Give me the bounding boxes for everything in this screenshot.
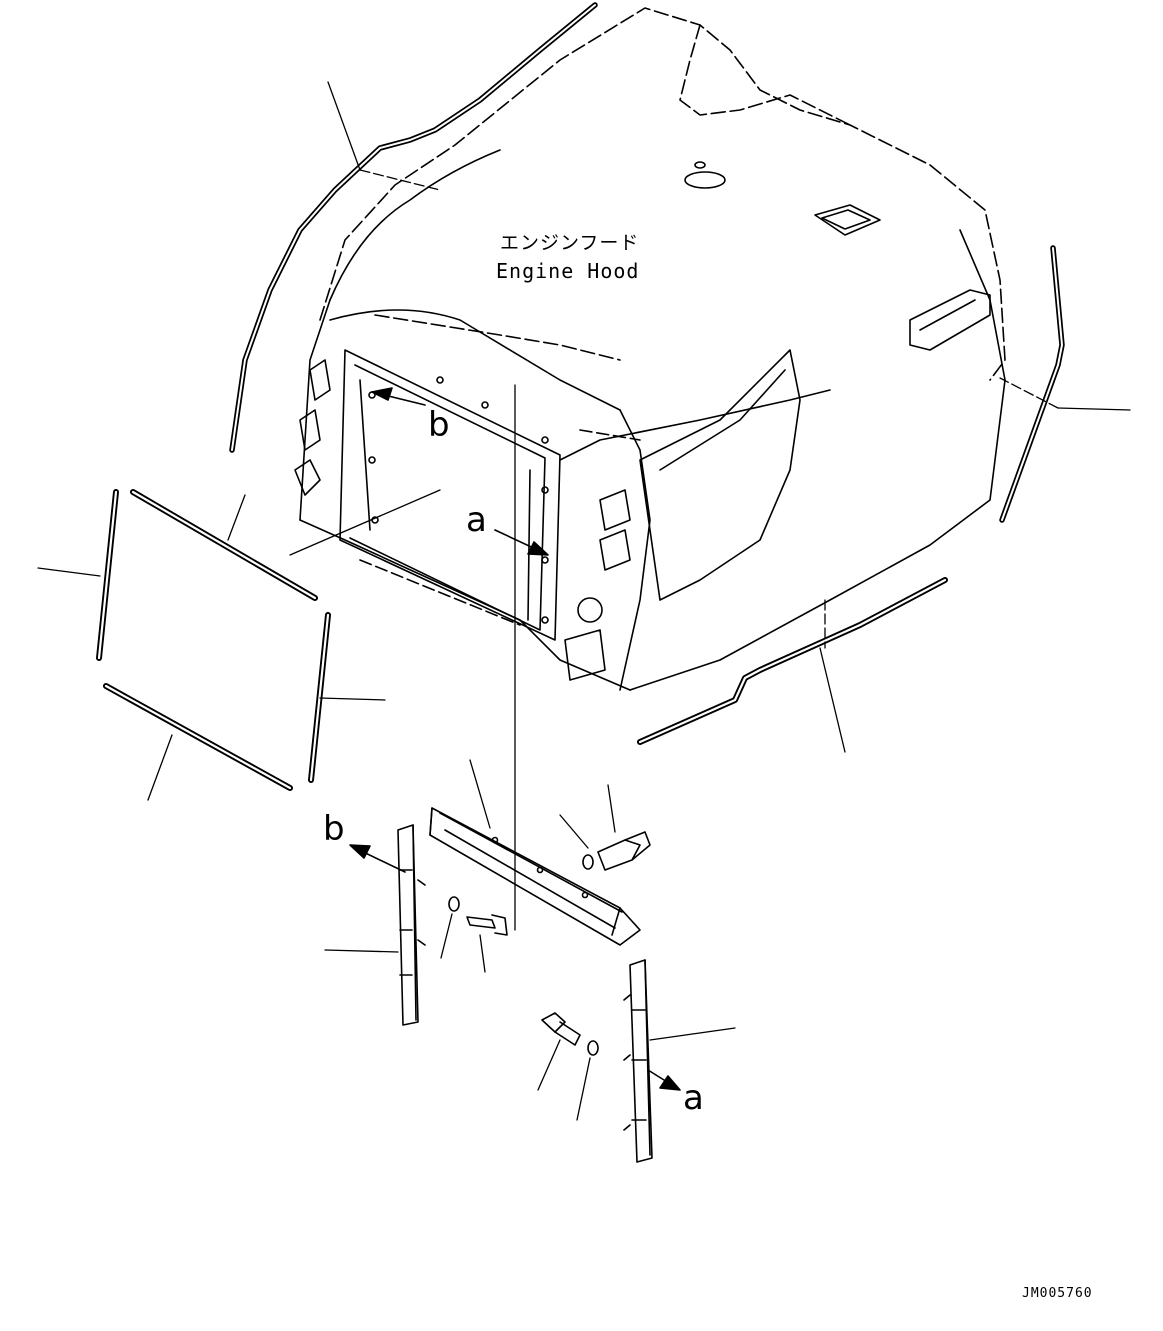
right-vertical-seal-strip xyxy=(1002,248,1062,520)
arrow-a-upper xyxy=(495,530,548,555)
drawing-code: JM005760 xyxy=(1022,1286,1093,1301)
reference-label-b-upper: b xyxy=(428,405,450,445)
arrow-a-lower xyxy=(648,1070,680,1090)
leader-lines xyxy=(38,82,1130,1120)
right-vertical-bracket xyxy=(624,960,652,1162)
reference-label-b-lower: b xyxy=(323,809,345,849)
top-left-seal-strip xyxy=(232,5,595,450)
lower-right-seal-strip xyxy=(640,580,945,742)
front-seal-left xyxy=(99,492,116,658)
washer-middle xyxy=(449,897,459,911)
front-seal-right xyxy=(311,615,328,780)
arrow-b-lower xyxy=(350,845,405,872)
left-vertical-bracket xyxy=(398,825,425,1025)
part-name-english: Engine Hood xyxy=(496,259,640,283)
horizontal-bracket xyxy=(430,808,640,945)
bolt-middle xyxy=(467,915,507,935)
engine-hood xyxy=(295,8,1005,690)
bolt-upper xyxy=(598,832,650,870)
arrow-b-upper xyxy=(372,388,425,405)
washer-upper xyxy=(583,855,593,869)
part-name-japanese: エンジンフード xyxy=(500,232,640,254)
reference-label-a-lower: a xyxy=(683,1078,704,1118)
front-seal-bottom xyxy=(106,686,290,788)
bolt-lower xyxy=(542,1013,580,1045)
front-seal-top xyxy=(133,492,315,598)
washer-lower xyxy=(588,1041,598,1055)
reference-label-a-upper: a xyxy=(466,500,487,540)
